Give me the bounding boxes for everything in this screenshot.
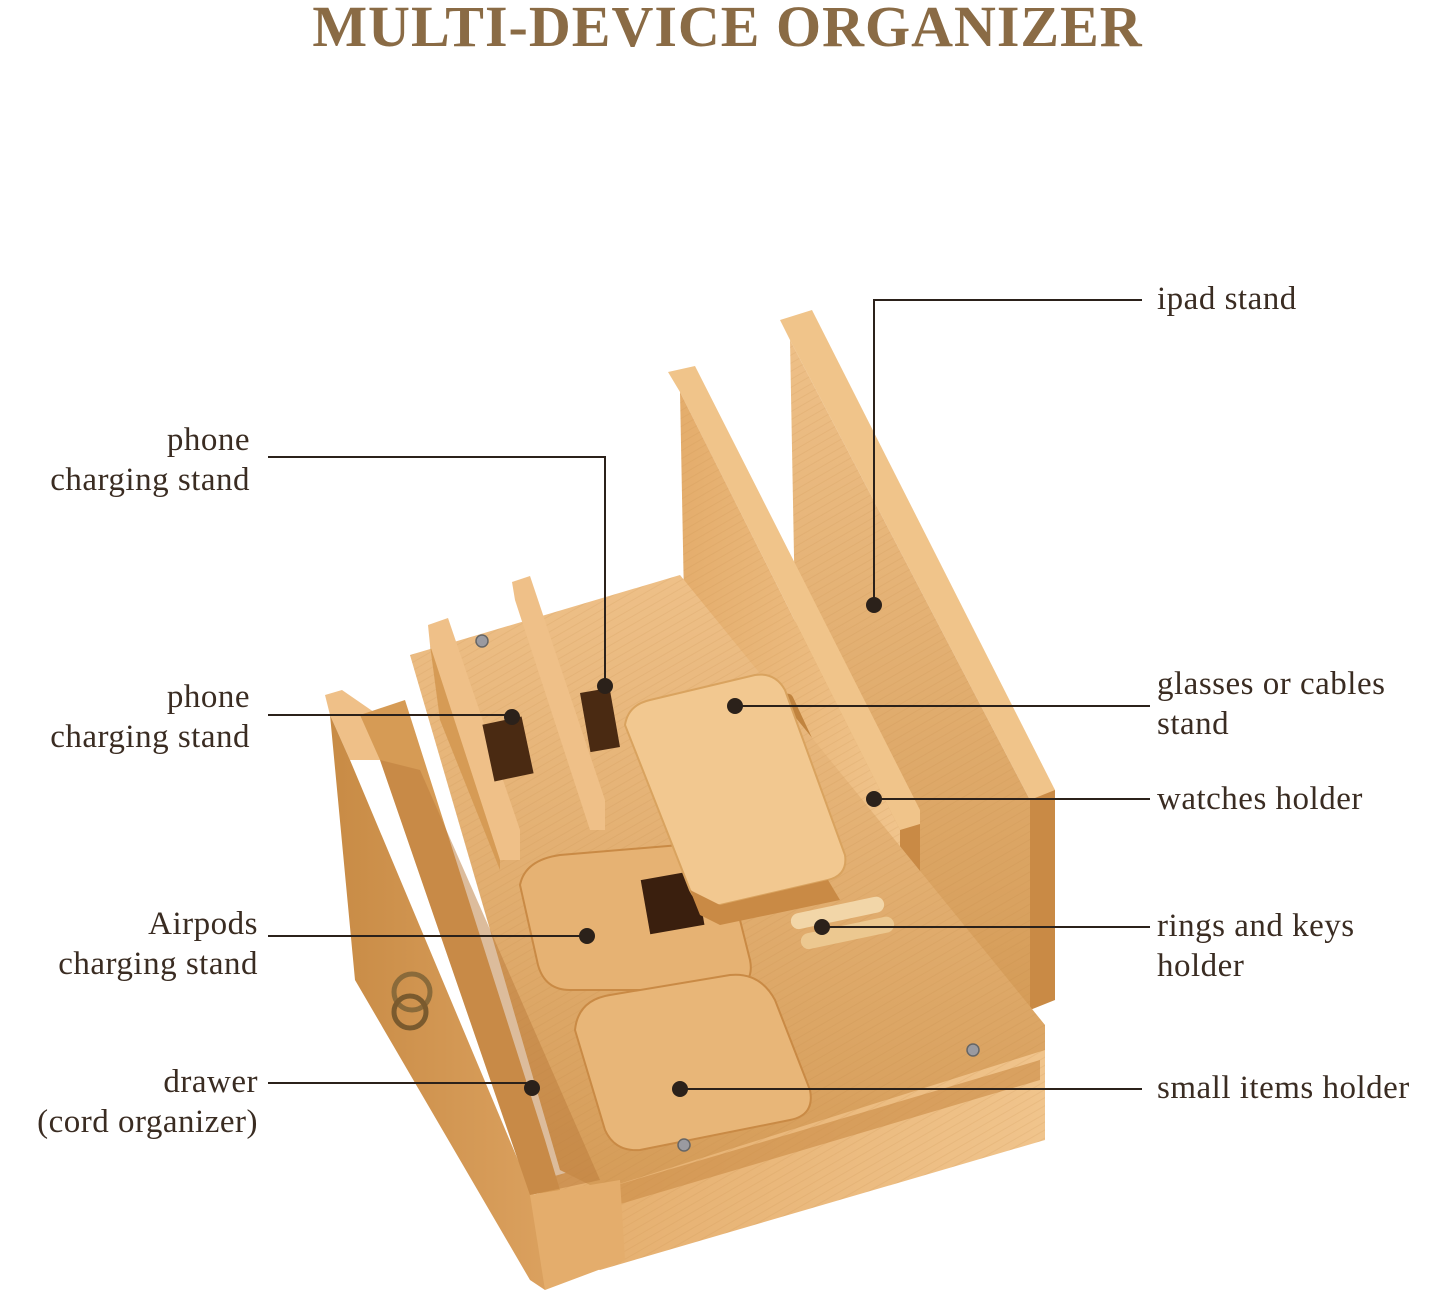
label-phone-stand-2: phone charging stand [50, 679, 250, 755]
leader-lines [268, 299, 1150, 1090]
label-phone-stand-1: phone charging stand [50, 422, 250, 498]
page-title: MULTI-DEVICE ORGANIZER [312, 0, 1143, 59]
phone-stand-1-dot [597, 678, 613, 694]
label-watches-holder: watches holder [1157, 781, 1363, 817]
drawer-dot [524, 1080, 540, 1096]
phone-stand-front [428, 618, 534, 870]
label-ipad-stand: ipad stand [1157, 281, 1297, 317]
small-items-dot [672, 1081, 688, 1097]
ipad-stand-dot [866, 597, 882, 613]
open-drawer [325, 690, 625, 1290]
glasses-stand-dot [727, 698, 743, 714]
watches-holder-dot [866, 791, 882, 807]
rings-keys-pegs [790, 896, 895, 950]
label-drawer: drawer (cord organizer) [37, 1064, 258, 1140]
ipad-stand-leader [873, 299, 1142, 605]
label-airpods-stand: Airpods charging stand [58, 906, 258, 982]
rings-keys-dot [814, 919, 830, 935]
label-glasses-stand: glasses or cables stand [1157, 666, 1386, 742]
phone-stand-2-dot [504, 709, 520, 725]
phone-stand-1-leader [268, 456, 606, 686]
drawer-box [540, 1040, 1045, 1270]
charging-block [623, 673, 847, 925]
airpods-stand-dot [579, 928, 595, 944]
phone-stand-back [512, 576, 620, 830]
callout-dots [504, 597, 882, 1097]
label-small-items-holder: small items holder [1157, 1070, 1410, 1106]
label-rings-keys-holder: rings and keys holder [1157, 908, 1355, 984]
